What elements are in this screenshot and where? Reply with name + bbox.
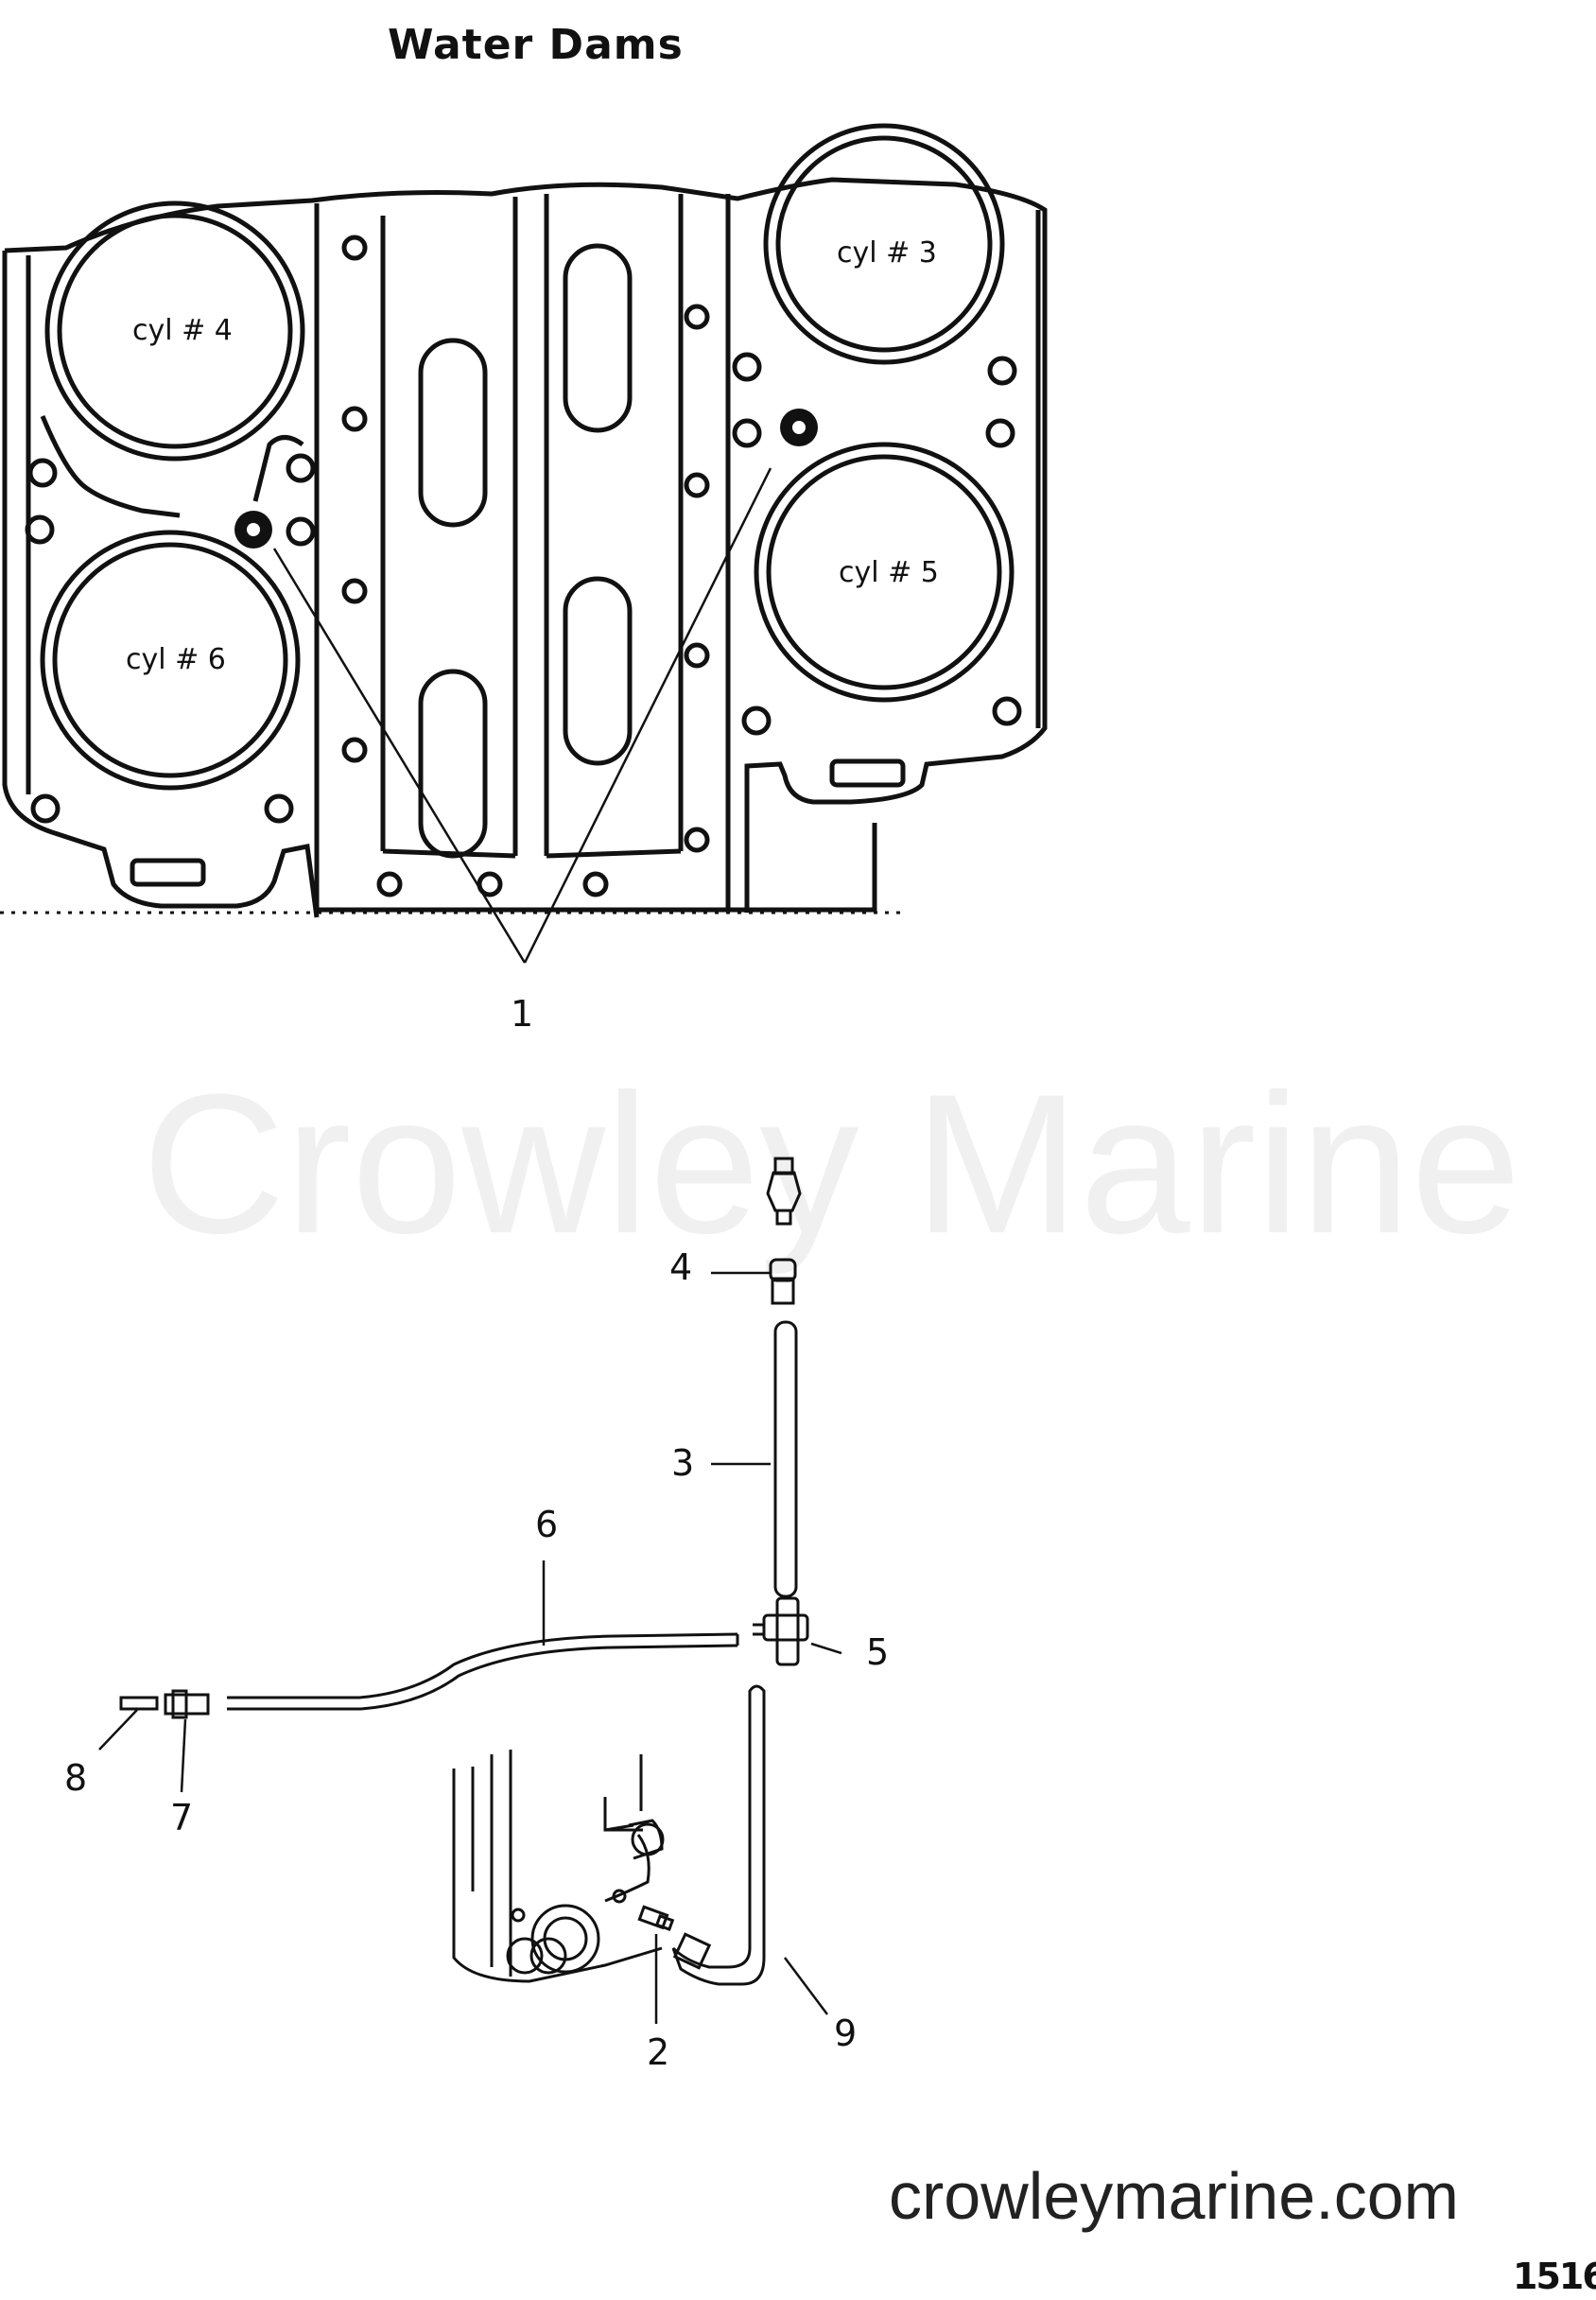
site-url: crowleymarine.com: [889, 2159, 1459, 2233]
watermark-text: Crowley Marine: [142, 1053, 1521, 1275]
callout-1-leader-right: [523, 467, 772, 964]
cylinder-label: cyl # 5: [839, 556, 939, 589]
hose-assembly-drawing: [119, 1157, 809, 1986]
cylinder-label: cyl # 4: [132, 314, 233, 347]
callout-5-leader: [810, 1642, 842, 1655]
callout-5: 5: [866, 1631, 890, 1673]
page-number: 1516: [1513, 2256, 1596, 2297]
cylinder-block-drawing: [0, 123, 1048, 918]
callout-7-leader: [180, 1718, 187, 1793]
callout-6: 6: [535, 1504, 559, 1545]
callout-9: 9: [834, 2012, 858, 2054]
callout-3: 3: [671, 1442, 695, 1484]
callout-1: 1: [511, 993, 534, 1035]
callout-2: 2: [647, 2031, 670, 2073]
callout-9-leader: [784, 1957, 828, 2015]
callout-8: 8: [64, 1757, 88, 1799]
callout-8-leader: [98, 1709, 138, 1751]
callout-4: 4: [669, 1246, 693, 1288]
diagram-title: Water Dams: [388, 21, 684, 69]
callout-7: 7: [170, 1797, 194, 1838]
cylinder-label: cyl # 3: [837, 236, 937, 270]
cylinder-label: cyl # 6: [126, 643, 226, 676]
callout-1-leader-left: [272, 548, 527, 964]
